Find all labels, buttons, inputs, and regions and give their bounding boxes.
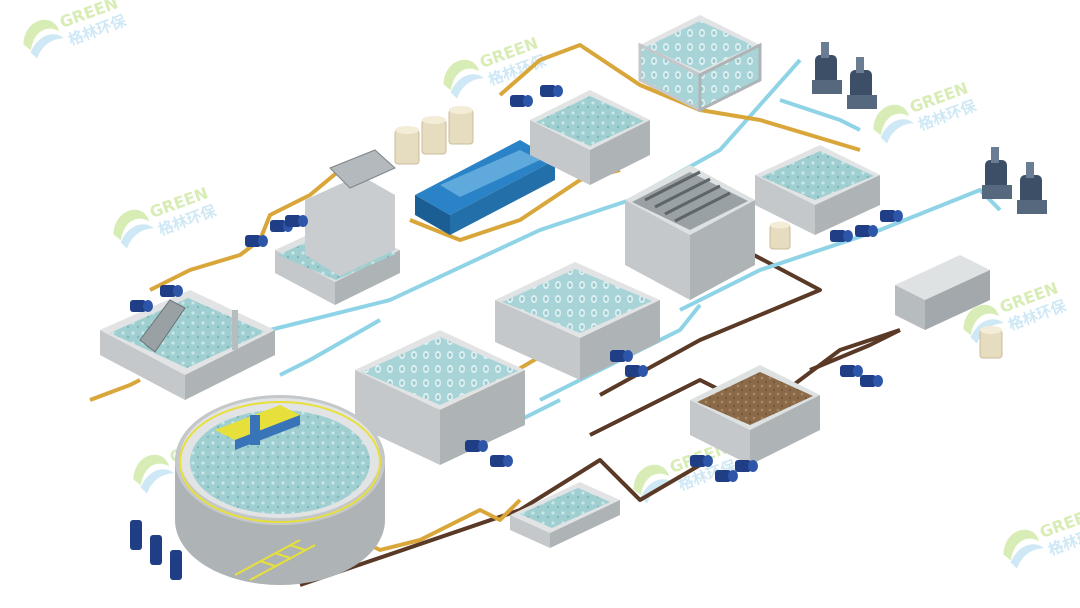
pump-19 (860, 375, 883, 387)
clarifier-stairs (234, 539, 316, 581)
watermark-logo-icon (633, 464, 670, 496)
pump-1 (130, 300, 153, 312)
water-pipe-long (269, 58, 802, 332)
pump-12 (715, 470, 738, 482)
pump-11 (690, 455, 713, 467)
pump-10 (880, 210, 903, 222)
equalization-tank (275, 149, 400, 305)
chem-tank-1 (394, 126, 420, 165)
biological-media-tank-top (638, 15, 762, 113)
vertical-pump-2 (150, 535, 162, 565)
sludge-tank (690, 365, 820, 465)
blower-4 (1017, 162, 1047, 214)
sludge-pipe-from-mbr (599, 243, 822, 397)
lamella-settler (625, 165, 755, 300)
pump-3 (245, 235, 268, 247)
pump-6 (510, 95, 533, 107)
sludge-pipe-main (299, 458, 702, 587)
watermark-logo-icon (963, 304, 1000, 336)
pump-14 (610, 350, 633, 362)
chem-tank-2 (421, 116, 447, 155)
watermark-logo-icon (873, 104, 910, 136)
pump-group (130, 85, 903, 580)
bar-screen (139, 299, 186, 353)
pump-18 (840, 365, 863, 377)
pump-17 (490, 455, 513, 467)
pump-2 (160, 285, 183, 297)
sedimentation-tank-right (755, 145, 880, 235)
rotary-screen (329, 149, 396, 189)
sewage-pipe-top (498, 43, 861, 152)
screw-press-dewatering (895, 255, 990, 330)
air-pipe-top (779, 98, 861, 132)
bar-screen-tank (100, 290, 275, 400)
watermark-logo-icon (1003, 529, 1040, 561)
watermark-logo-icon (23, 19, 60, 51)
sewage-pipe-inlet (89, 378, 141, 402)
hydrolysis-tank (530, 90, 650, 185)
circular-clarifier (175, 395, 385, 585)
pump-8 (830, 230, 853, 242)
pump-16 (465, 440, 488, 452)
outlet-channel (510, 482, 620, 548)
blower-1 (812, 42, 842, 94)
chemical-dosing-tanks (394, 106, 474, 165)
blower-3 (982, 147, 1012, 199)
mbr-tank-middle (495, 262, 660, 380)
pump-13 (735, 460, 758, 472)
watermark-logo-icon (443, 59, 480, 91)
pump-5 (285, 215, 308, 227)
watermark-logo-icon (133, 454, 170, 486)
pump-7 (540, 85, 563, 97)
chemical-tank-right (769, 221, 791, 250)
pump-9 (855, 225, 878, 237)
blower-2 (847, 57, 877, 109)
blower-group-right (982, 147, 1047, 214)
chem-tank-3 (448, 106, 474, 145)
watermark-logo-icon (113, 209, 150, 241)
daf-air-flotation-unit (415, 140, 555, 235)
mbr-tank-lower (355, 330, 525, 465)
vertical-pump-1 (130, 520, 142, 550)
vertical-pump-3 (170, 550, 182, 580)
chemical-tank-press (979, 326, 1003, 359)
pump-15 (625, 365, 648, 377)
lamella-plates (644, 170, 731, 223)
blower-group-top (812, 42, 877, 109)
clarifier-bridge (215, 405, 300, 450)
sludge-pipe-to-press (809, 328, 901, 372)
water-pipe-left (279, 318, 381, 377)
